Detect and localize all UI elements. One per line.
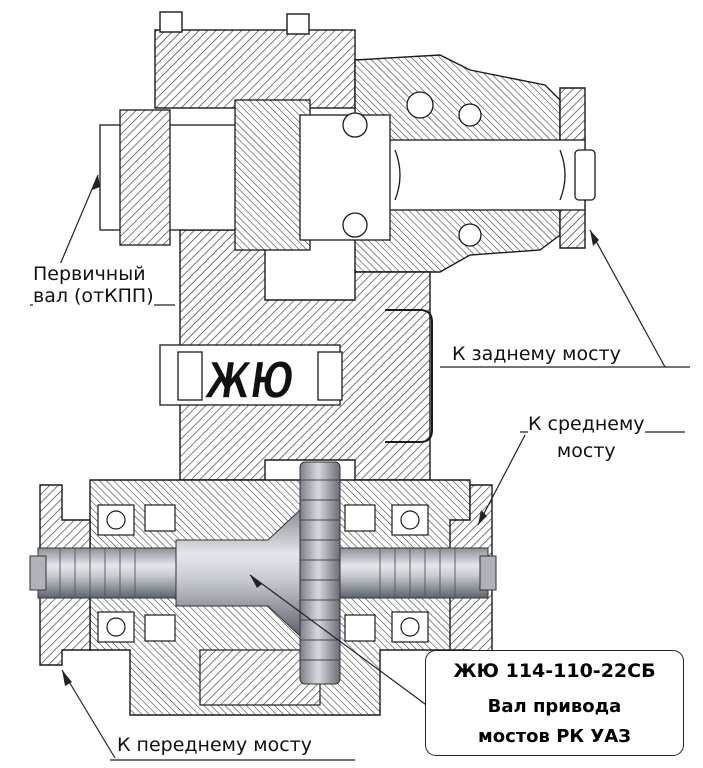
shaft-spline-left <box>37 547 179 599</box>
label-middle-axle-line1: К среднему <box>528 413 645 435</box>
label-rear-axle: К заднему мосту <box>452 343 621 365</box>
label-front-axle: К переднему мосту <box>117 734 312 756</box>
top-cover <box>154 29 356 109</box>
label-input-shaft-line2: вал (отКПП) <box>33 285 154 307</box>
idler-shaft: ЖЮ <box>159 309 433 443</box>
top-bolt-right <box>286 13 310 35</box>
idler-bracket <box>385 309 433 443</box>
label-input-shaft-line1: Первичный <box>33 263 146 285</box>
part-title-line2: мостов РК УАЗ <box>478 726 631 747</box>
leader-caption <box>249 574 441 716</box>
label-middle-axle: К среднему мосту <box>528 411 645 465</box>
brand-logo: ЖЮ <box>204 352 294 410</box>
part-code: ЖЮ 114-110-22СБ <box>453 660 656 682</box>
rear-output-shaft <box>379 139 586 211</box>
top-bolt-left <box>159 11 183 33</box>
bearings <box>97 504 429 706</box>
label-input-shaft: Первичный вал (отКПП) <box>33 263 154 307</box>
shaft-spline-right <box>337 547 489 599</box>
part-title-line1: Вал привода <box>487 696 622 717</box>
shaft-gear <box>299 461 341 685</box>
label-middle-axle-line2: мосту <box>556 440 616 462</box>
part-caption-box: ЖЮ 114-110-22СБ Вал привода мостов РК УА… <box>425 650 684 756</box>
drive-shaft-part <box>29 461 497 685</box>
upper-shafts <box>99 91 596 251</box>
